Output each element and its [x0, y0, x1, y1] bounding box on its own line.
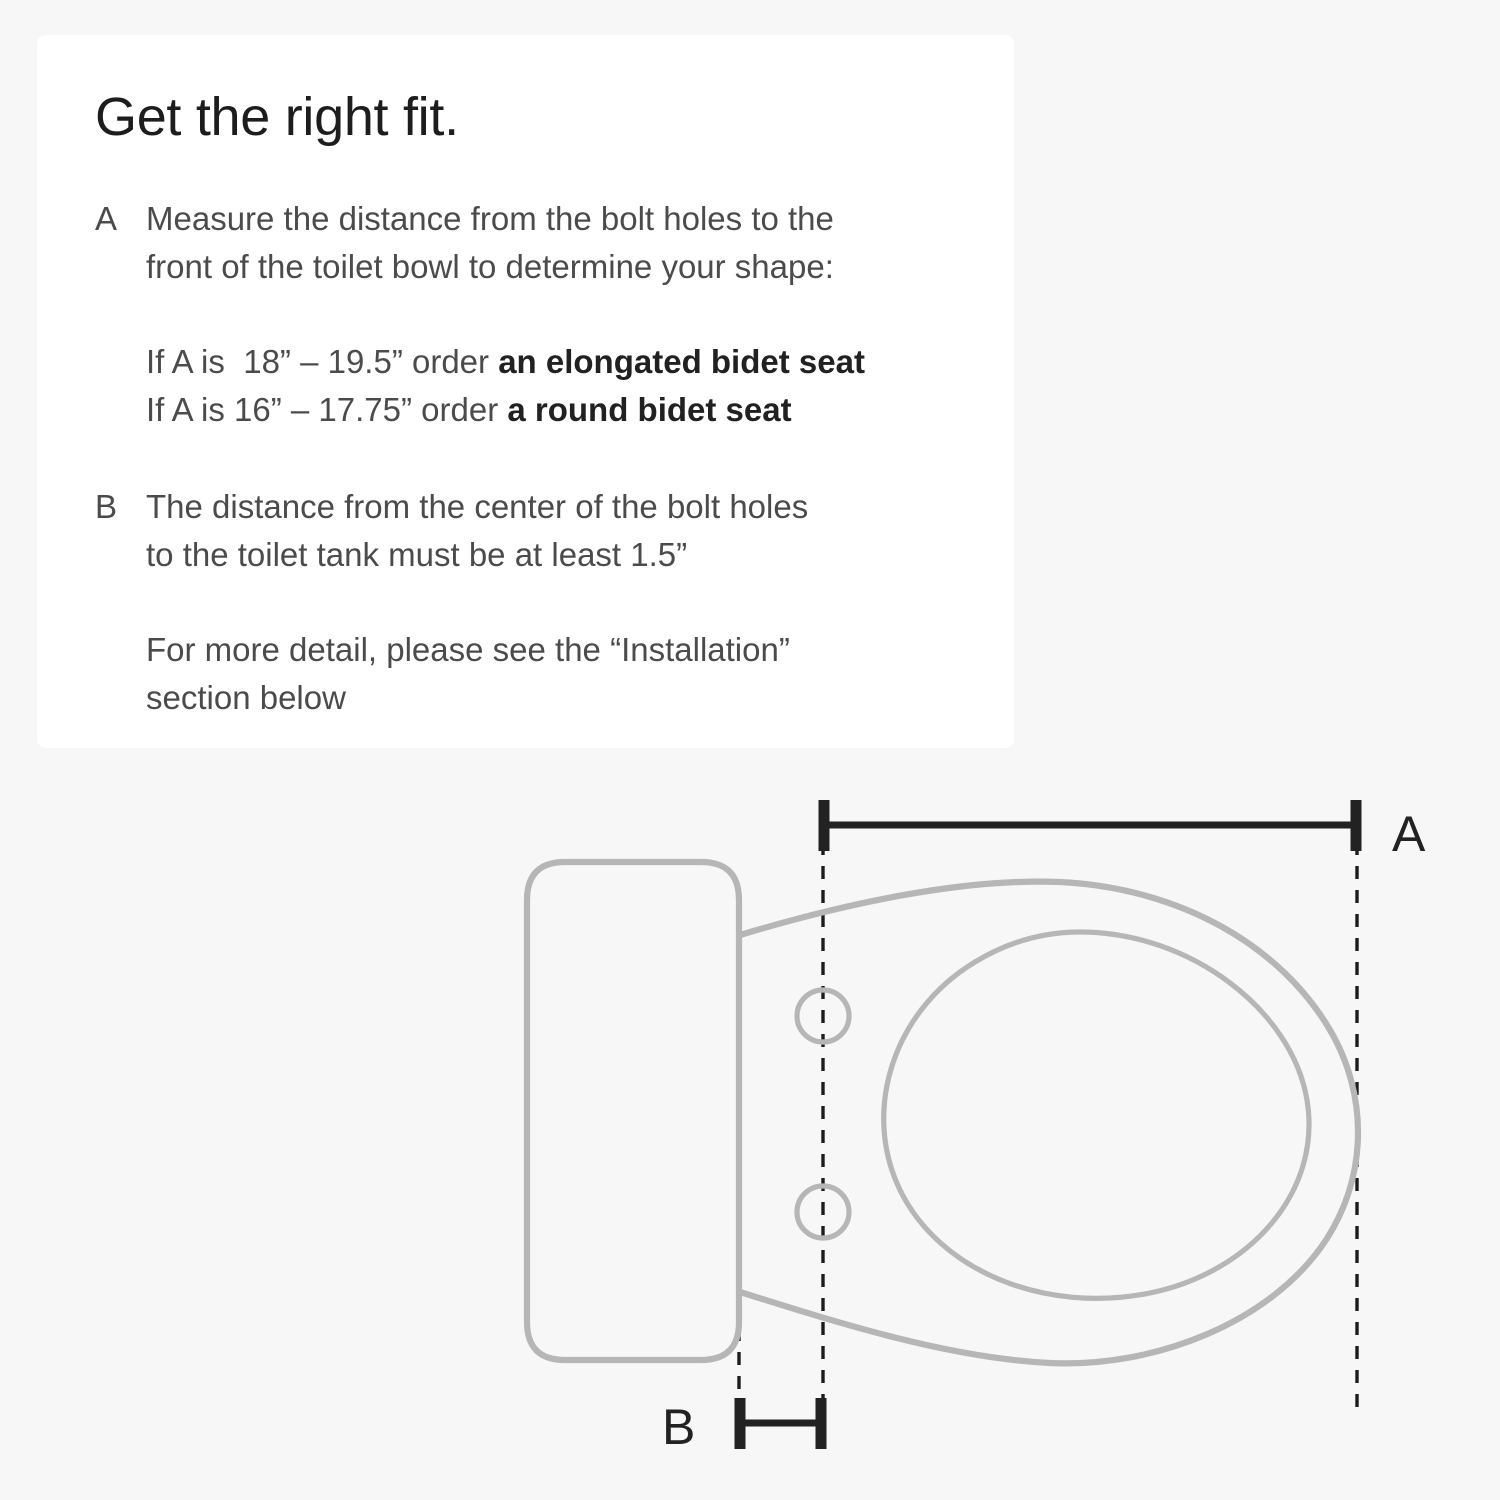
fit-rule-round-lead: If A is 16” – 17.75” order	[146, 391, 508, 428]
fit-a-size-rules: If A is 18” – 19.5” order an elongated b…	[146, 338, 975, 434]
fit-row-a: A Measure the distance from the bolt hol…	[95, 195, 975, 434]
fit-rule-elongated: If A is 18” – 19.5” order an elongated b…	[146, 338, 975, 386]
fit-rule-round-strong: a round bidet seat	[507, 391, 792, 428]
fit-b-line-3: For more detail, please see the “Install…	[146, 631, 790, 668]
fit-b-paragraph-1: The distance from the center of the bolt…	[146, 483, 975, 579]
fit-b-paragraph-2: For more detail, please see the “Install…	[146, 626, 975, 722]
fit-item-b: B The distance from the center of the bo…	[95, 483, 975, 722]
dimension-a-label: A	[1392, 806, 1426, 862]
toilet-fit-diagram: A B	[523, 800, 1426, 1455]
fit-b-line-4: section below	[146, 679, 346, 716]
toilet-tank	[523, 858, 743, 1364]
dimension-b: B	[662, 1398, 827, 1455]
fit-a-line-1: Measure the distance from the bolt holes…	[146, 200, 834, 237]
fit-rule-elongated-strong: an elongated bidet seat	[498, 343, 865, 380]
fit-rule-elongated-lead: If A is 18” – 19.5” order	[146, 343, 499, 380]
bidet-seat-outline	[736, 878, 1362, 1367]
fit-marker-a: A	[95, 200, 118, 237]
fit-row-b: B The distance from the center of the bo…	[95, 483, 975, 722]
bolt-hole-bottom	[794, 1183, 852, 1241]
fit-body-b: The distance from the center of the bolt…	[146, 483, 975, 722]
page-title: Get the right fit.	[95, 87, 459, 147]
fit-b-line-1: The distance from the center of the bolt…	[146, 488, 809, 525]
fit-body-a: Measure the distance from the bolt holes…	[146, 195, 975, 434]
fit-rule-round: If A is 16” – 17.75” order a round bidet…	[146, 386, 975, 434]
fit-marker-b: B	[95, 488, 118, 525]
fit-item-a: A Measure the distance from the bolt hol…	[95, 195, 975, 434]
dimension-a: A	[818, 800, 1426, 862]
fit-a-line-2: front of the toilet bowl to determine yo…	[146, 248, 834, 285]
dimension-b-label: B	[662, 1399, 695, 1455]
fit-b-line-2: to the toilet tank must be at least 1.5”	[146, 536, 688, 573]
bidet-seat-opening	[881, 929, 1312, 1301]
bolt-hole-top	[794, 987, 852, 1045]
fit-guide-card: Get the right fit. A Measure the distanc…	[37, 35, 1014, 748]
fit-a-paragraph-1: Measure the distance from the bolt holes…	[146, 195, 975, 291]
